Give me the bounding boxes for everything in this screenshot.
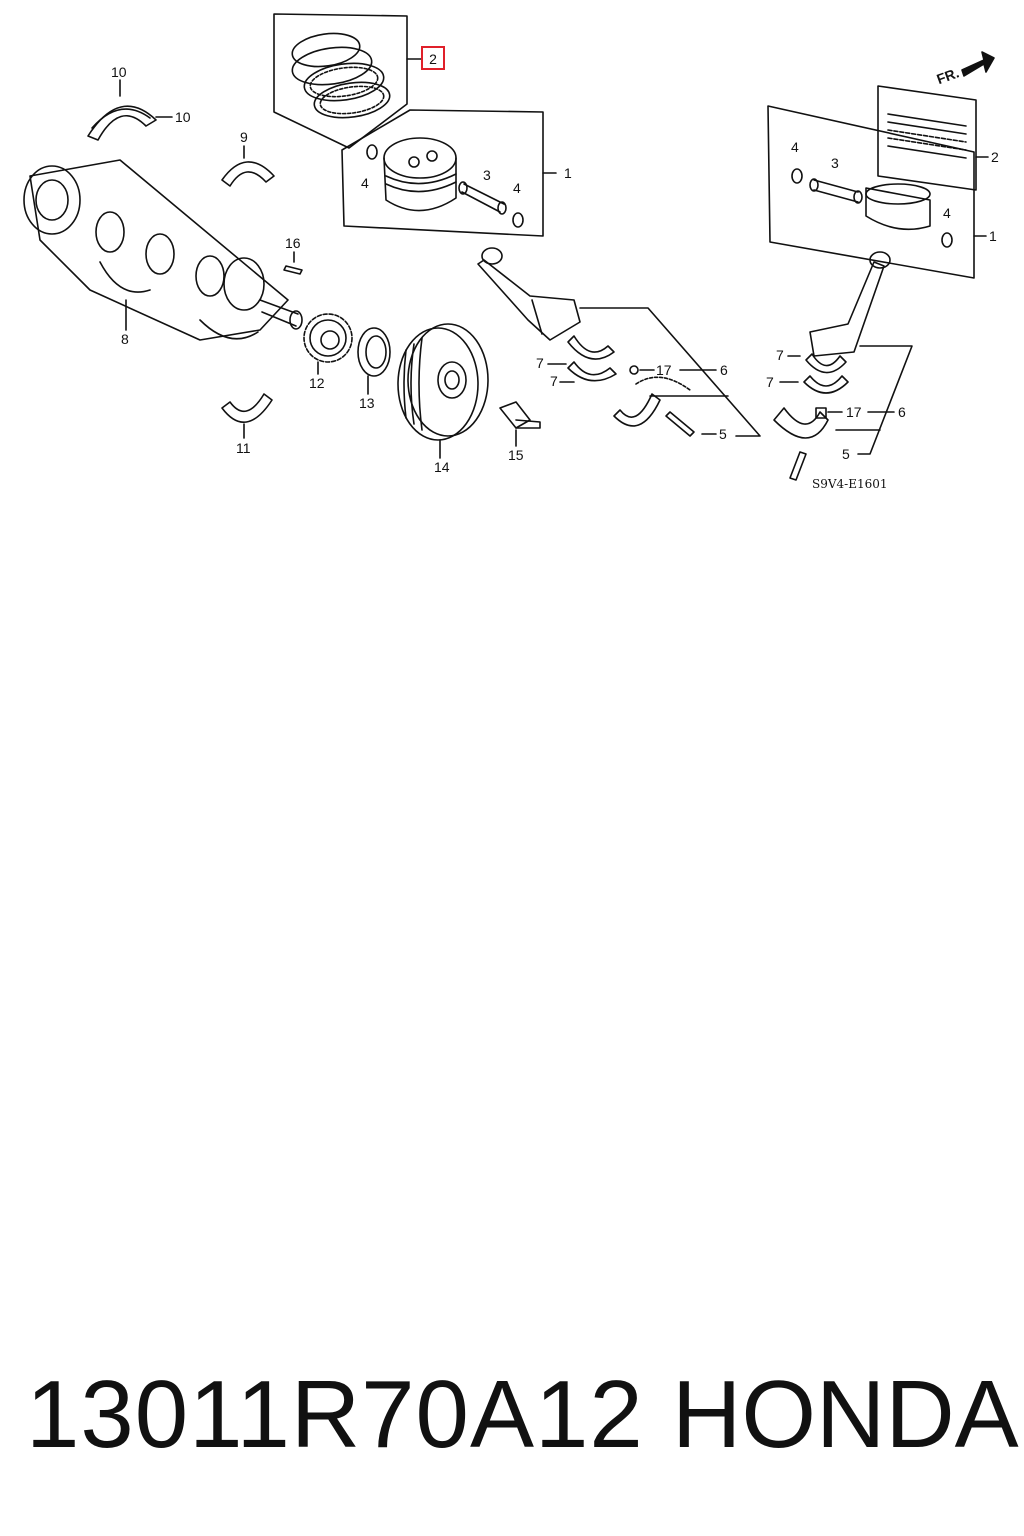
callout-9[interactable]: 9 bbox=[240, 129, 248, 145]
callout-1-left[interactable]: 1 bbox=[564, 165, 572, 181]
brand-name: HONDA bbox=[672, 1361, 1019, 1468]
callout-8[interactable]: 8 bbox=[121, 331, 129, 347]
callout-10-a[interactable]: 10 bbox=[111, 64, 127, 80]
piston-assembly-left bbox=[341, 109, 557, 237]
main-bearing-lower bbox=[221, 393, 273, 439]
front-label: FR. bbox=[934, 64, 961, 87]
callout-17-left[interactable]: 17 bbox=[656, 362, 672, 378]
callout-6-right[interactable]: 6 bbox=[898, 404, 906, 420]
pulley-bolt bbox=[499, 401, 541, 447]
callout-4-left-b[interactable]: 4 bbox=[513, 180, 521, 196]
piston-ring-set-right bbox=[877, 85, 989, 191]
connecting-rod-left bbox=[477, 247, 761, 437]
callout-13[interactable]: 13 bbox=[359, 395, 375, 411]
callout-5-left[interactable]: 5 bbox=[719, 426, 727, 442]
part-number: 13011R70A12 bbox=[26, 1361, 644, 1468]
caption: 13011R70A12 HONDA bbox=[0, 1360, 1024, 1480]
thrust-bearing bbox=[221, 145, 275, 187]
piston-assembly-right bbox=[767, 105, 987, 279]
highlight-box bbox=[421, 46, 445, 70]
main-bearing-upper bbox=[87, 79, 173, 141]
callout-7-right-b[interactable]: 7 bbox=[766, 374, 774, 390]
callout-3-left[interactable]: 3 bbox=[483, 167, 491, 183]
figure-code: S9V4-E1601 bbox=[812, 477, 888, 491]
callout-6-left[interactable]: 6 bbox=[720, 362, 728, 378]
callout-15[interactable]: 15 bbox=[508, 447, 524, 463]
callout-4-right-b[interactable]: 4 bbox=[943, 205, 951, 221]
oil-seal bbox=[357, 327, 391, 395]
callout-7-right-a[interactable]: 7 bbox=[776, 347, 784, 363]
callout-1-right[interactable]: 1 bbox=[989, 228, 997, 244]
callout-10-b[interactable]: 10 bbox=[175, 109, 191, 125]
connecting-rod-right bbox=[773, 251, 913, 481]
woodruff-key bbox=[283, 251, 303, 275]
crank-sprocket bbox=[303, 313, 353, 375]
callout-14[interactable]: 14 bbox=[434, 459, 450, 475]
callout-4-right-a[interactable]: 4 bbox=[791, 139, 799, 155]
callout-2-top[interactable]: 2 bbox=[429, 51, 437, 67]
crankshaft bbox=[23, 159, 303, 341]
crank-pulley bbox=[397, 323, 489, 459]
callout-4-left-a[interactable]: 4 bbox=[361, 175, 369, 191]
piston-ring-set-left bbox=[273, 13, 423, 149]
front-arrow-icon bbox=[961, 51, 995, 77]
callout-16[interactable]: 16 bbox=[285, 235, 301, 251]
callout-11[interactable]: 11 bbox=[236, 440, 251, 456]
callout-7-left-b[interactable]: 7 bbox=[550, 373, 558, 389]
callout-3-right[interactable]: 3 bbox=[831, 155, 839, 171]
callout-2-right[interactable]: 2 bbox=[991, 149, 999, 165]
callout-17-right[interactable]: 17 bbox=[846, 404, 862, 420]
parts-diagram: 2 1 3 4 4 2 1 3 4 4 10 10 9 8 16 12 13 1… bbox=[23, 13, 999, 491]
callout-5-right[interactable]: 5 bbox=[842, 446, 850, 462]
callout-12[interactable]: 12 bbox=[309, 375, 325, 391]
callout-7-left-a[interactable]: 7 bbox=[536, 355, 544, 371]
